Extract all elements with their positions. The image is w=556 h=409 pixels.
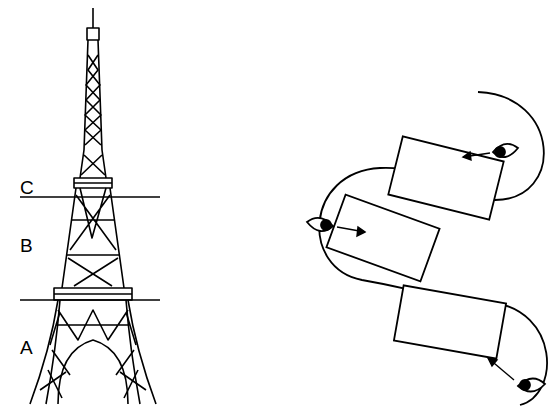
s-curve	[319, 92, 547, 405]
level-label: A	[20, 338, 33, 357]
eiffel-tower	[20, 8, 160, 404]
level-label: B	[20, 236, 33, 255]
sight-arrows	[337, 152, 514, 380]
eye-symbols	[307, 144, 545, 392]
level-label: C	[20, 178, 34, 197]
picture-frames	[326, 136, 506, 358]
viewing-diagram	[307, 92, 547, 405]
